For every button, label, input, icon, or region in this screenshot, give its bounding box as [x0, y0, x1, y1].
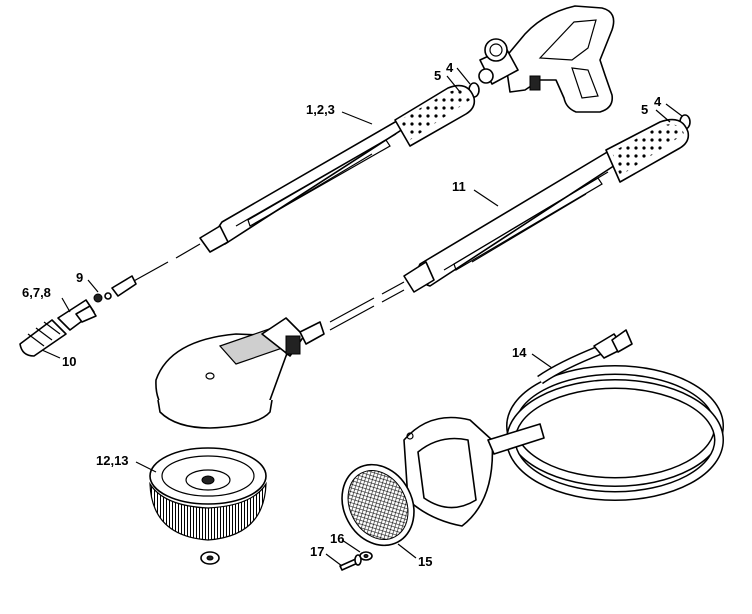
callout-4-lower: 4: [654, 94, 662, 109]
callout-5-lower: 5: [641, 102, 648, 117]
callout-14: 14: [512, 345, 527, 360]
round-brush: [149, 447, 267, 565]
filter-screen: [341, 463, 415, 547]
filter-housing: [403, 416, 545, 527]
washer: [359, 551, 373, 561]
callout-10: 10: [62, 354, 76, 369]
callout-4-upper: 4: [446, 60, 454, 75]
callout-15: 15: [418, 554, 432, 569]
spray-lance-lower: [329, 118, 690, 331]
callout-9: 9: [76, 270, 83, 285]
callout-6-7-8: 6,7,8: [22, 285, 51, 300]
callout-1-2-3: 1,2,3: [306, 102, 335, 117]
garden-hose-coil: [506, 329, 724, 501]
wash-brush-head: [155, 317, 325, 429]
callout-16: 16: [330, 531, 344, 546]
spray-lance-upper: [111, 84, 476, 297]
callout-17: 17: [310, 544, 324, 559]
nozzle-assembly: [19, 292, 112, 357]
spray-gun-handle: [478, 5, 615, 113]
leader-lines: [41, 67, 683, 567]
screw: [339, 554, 362, 571]
callout-12-13: 12,13: [96, 453, 129, 468]
callout-5-upper: 5: [434, 68, 441, 83]
callout-11: 11: [452, 179, 466, 194]
